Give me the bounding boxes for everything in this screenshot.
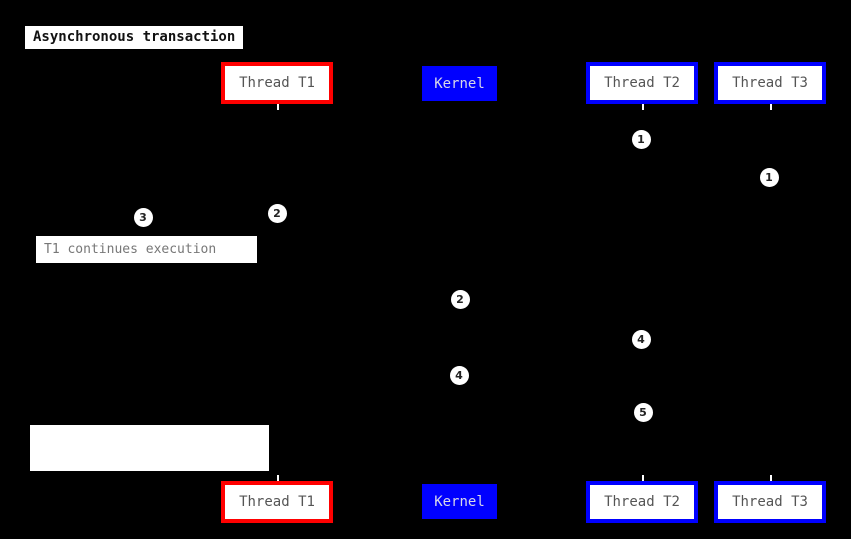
participant-label: Thread T2 <box>604 494 680 510</box>
sequence-marker-1: 1 <box>759 167 779 187</box>
participant-top-thread-t2[interactable]: Thread T2 <box>586 62 698 104</box>
lifeline-stub <box>770 475 772 481</box>
participant-bottom-kernel[interactable]: Kernel <box>422 484 497 519</box>
note-box-t1-continues-execution: T1 continues execution <box>36 236 257 263</box>
lifeline-stub <box>277 475 279 481</box>
participant-label: Kernel <box>434 493 485 510</box>
sequence-marker-2: 2 <box>450 289 470 309</box>
participant-top-thread-t1[interactable]: Thread T1 <box>221 62 333 104</box>
participant-bottom-thread-t2[interactable]: Thread T2 <box>586 481 698 523</box>
sequence-marker-4: 4 <box>449 365 469 385</box>
lifeline-stub <box>642 104 644 110</box>
sequence-marker-1: 1 <box>631 129 651 149</box>
sequence-marker-5: 5 <box>633 402 653 422</box>
diagram-title: Asynchronous transaction <box>25 26 244 50</box>
lifeline-stub <box>277 104 279 110</box>
participant-label: Thread T3 <box>732 494 808 510</box>
participant-top-thread-t3[interactable]: Thread T3 <box>714 62 826 104</box>
participant-bottom-thread-t3[interactable]: Thread T3 <box>714 481 826 523</box>
participant-bottom-thread-t1[interactable]: Thread T1 <box>221 481 333 523</box>
participant-label: Kernel <box>434 75 485 92</box>
sequence-marker-2: 2 <box>267 203 287 223</box>
lifeline-stub <box>642 475 644 481</box>
participant-label: Thread T1 <box>239 494 315 510</box>
participant-top-kernel[interactable]: Kernel <box>422 66 497 101</box>
sequence-marker-4: 4 <box>631 329 651 349</box>
sequence-marker-3: 3 <box>133 207 153 227</box>
note-text: T1 continues execution <box>44 242 217 257</box>
note-box-blank <box>30 425 269 471</box>
participant-label: Thread T3 <box>732 75 808 91</box>
participant-label: Thread T2 <box>604 75 680 91</box>
participant-label: Thread T1 <box>239 75 315 91</box>
lifeline-stub <box>770 104 772 110</box>
